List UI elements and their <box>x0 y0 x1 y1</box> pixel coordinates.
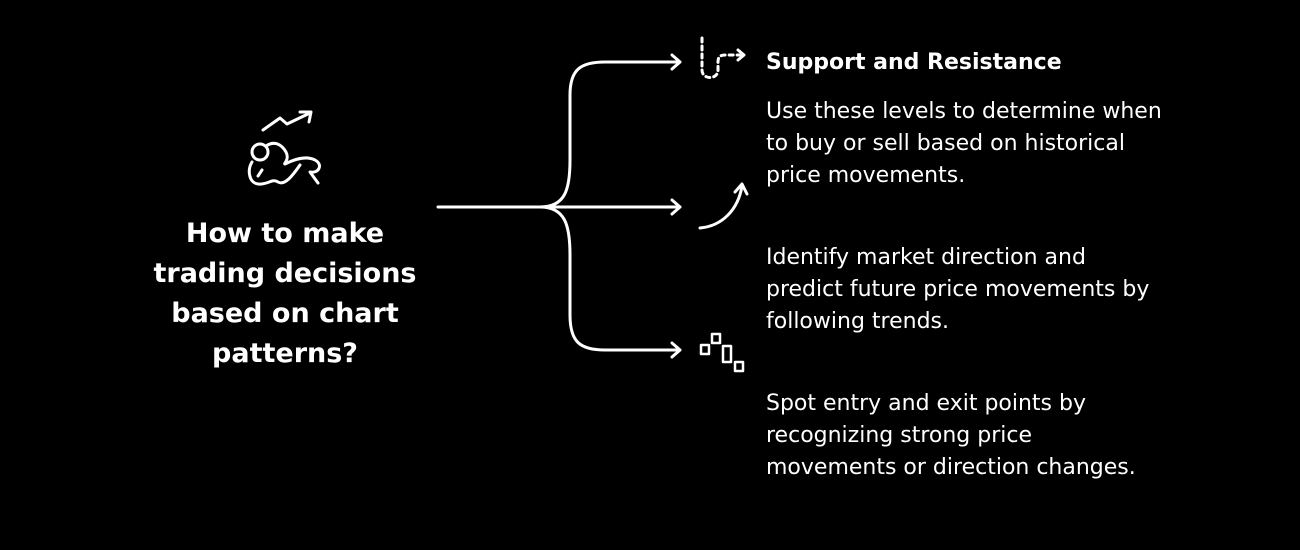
central-icon <box>247 110 321 186</box>
dashed-turn-arrow-icon <box>700 36 746 79</box>
curved-up-arrow-icon <box>698 182 749 230</box>
branch-description-support-resistance: Use these levels to determine when to bu… <box>766 99 1162 188</box>
branch-middle <box>538 198 682 216</box>
central-question: How to make trading decisions based on c… <box>153 218 417 369</box>
branch-description-trends: Identify market direction and predict fu… <box>766 245 1150 334</box>
candlestick-blocks-icon <box>699 332 745 373</box>
branch-top <box>538 53 682 209</box>
branch-heading-support-resistance: Support and Resistance <box>766 50 1062 75</box>
branch-description-momentum: Spot entry and exit points by recognizin… <box>766 391 1136 480</box>
branch-bottom <box>538 205 682 359</box>
